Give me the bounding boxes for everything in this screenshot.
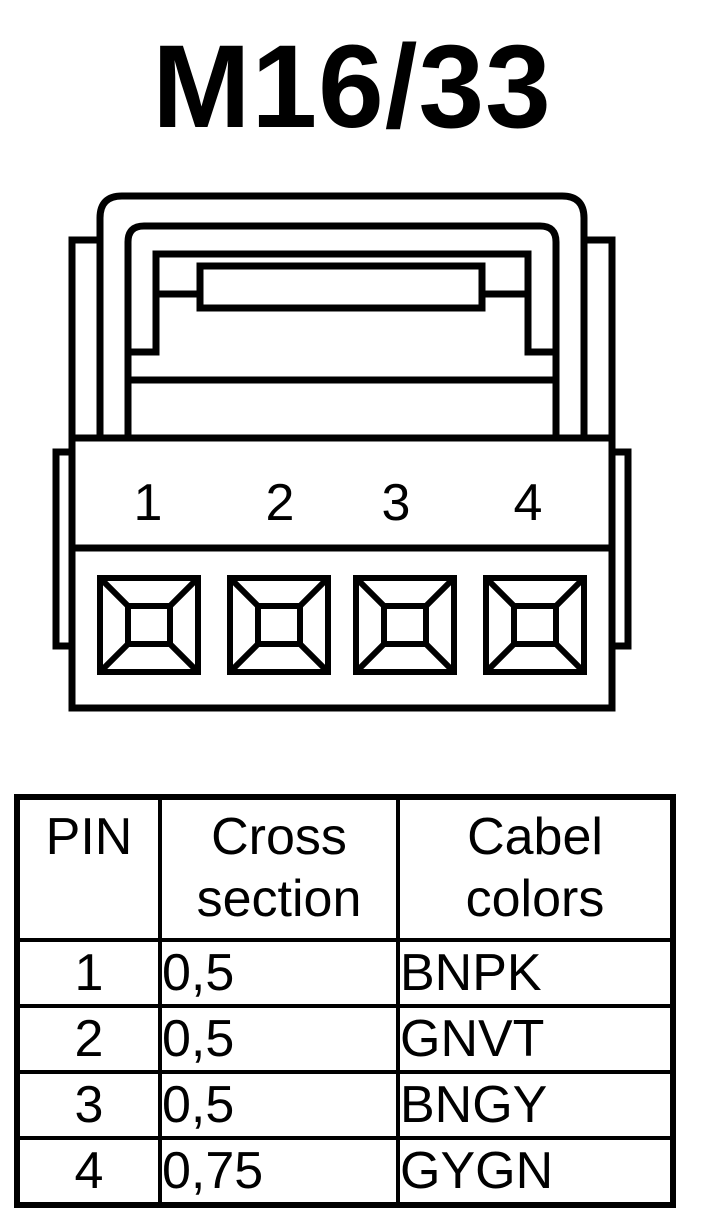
header-pin: PIN bbox=[15, 795, 162, 942]
header-cross-section: Cross section bbox=[158, 795, 400, 942]
cell-colors: GYGN bbox=[396, 1136, 675, 1207]
connector-drawing: 1 2 3 4 bbox=[52, 192, 632, 712]
connector-body bbox=[68, 434, 616, 712]
pin-socket-2 bbox=[227, 575, 331, 675]
diagram-title: M16/33 bbox=[152, 21, 552, 153]
table-row: 2 0,5 GNVT bbox=[15, 1004, 675, 1074]
right-flange bbox=[612, 448, 632, 650]
left-side-wall bbox=[68, 236, 100, 438]
latch-inner-frame bbox=[124, 222, 560, 438]
pin-socket-3 bbox=[353, 575, 457, 675]
pin-number-1: 1 bbox=[134, 474, 163, 532]
cell-colors: BNPK bbox=[396, 938, 675, 1008]
table-row: 4 0,75 GYGN bbox=[15, 1136, 675, 1207]
right-side-wall bbox=[584, 236, 616, 438]
table-row: 3 0,5 BNGY bbox=[15, 1070, 675, 1140]
cell-colors: GNVT bbox=[396, 1004, 675, 1074]
cell-cross-section: 0,5 bbox=[158, 938, 400, 1008]
table-row: 1 0,5 BNPK bbox=[15, 938, 675, 1008]
left-flange bbox=[52, 448, 72, 650]
pin-number-3: 3 bbox=[382, 474, 411, 532]
cell-cross-section: 0,5 bbox=[158, 1004, 400, 1074]
cell-colors: BNGY bbox=[396, 1070, 675, 1140]
cell-pin: 4 bbox=[15, 1136, 162, 1207]
pin-socket-4 bbox=[483, 575, 587, 675]
pin-socket-1 bbox=[97, 575, 201, 675]
cell-pin: 2 bbox=[15, 1004, 162, 1074]
table-header-row: PIN Cross section Cabel colors bbox=[15, 795, 675, 942]
latch-tab-frame bbox=[128, 250, 556, 356]
cell-cross-section: 0,75 bbox=[158, 1136, 400, 1207]
cell-cross-section: 0,5 bbox=[158, 1070, 400, 1140]
cell-pin: 3 bbox=[15, 1070, 162, 1140]
pin-number-4: 4 bbox=[514, 474, 543, 532]
latch-bar bbox=[196, 262, 486, 312]
latch-housing-outline bbox=[96, 192, 588, 438]
header-cable-colors: Cabel colors bbox=[396, 795, 675, 942]
pin-number-2: 2 bbox=[266, 474, 295, 532]
cell-pin: 1 bbox=[15, 938, 162, 1008]
pin-assignment-table: PIN Cross section Cabel colors 1 0,5 BNP… bbox=[14, 794, 676, 1208]
